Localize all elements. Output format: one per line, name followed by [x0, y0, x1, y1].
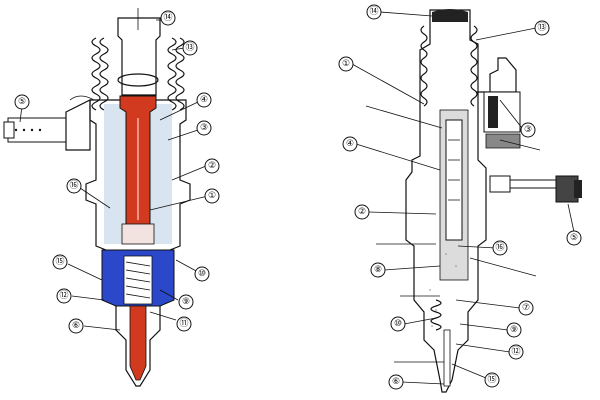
left-callout-4-ring	[196, 92, 212, 108]
right-callout-15-ring	[484, 372, 500, 388]
left-chamber-spring	[123, 255, 153, 305]
right-callout-8-ring	[370, 262, 386, 278]
right-callout-3: ③	[524, 125, 532, 135]
left-callout-13-ring	[182, 40, 198, 56]
right-callout-2: ②	[358, 207, 366, 217]
right-callout-12: ⑫	[511, 346, 520, 357]
right-callout-1-ring	[338, 56, 354, 72]
left-leader-lines	[19, 19, 209, 331]
left-barrel-ring	[121, 223, 155, 245]
left-callout-3-ring	[196, 120, 212, 136]
right-leader-lines	[351, 11, 575, 385]
left-callout-2-ring	[204, 158, 220, 174]
left-callout-3: ③	[200, 123, 208, 133]
right-top-cap	[432, 9, 468, 22]
right-callout-10: ⑩	[394, 319, 402, 329]
left-callout-1-ring	[204, 188, 220, 204]
left-injector-body	[85, 99, 191, 387]
left-callout-5-ring	[14, 94, 30, 110]
right-injector-view: ⑭ ⑬ ① ③ ④ ② ⑯ ⑤ ⑧ ⑦ ⑨ ⑩ ⑫	[338, 4, 582, 393]
left-callout-14-ring	[160, 10, 176, 26]
right-callout-10-ring	[390, 316, 406, 332]
left-callout-13: ⑬	[185, 42, 194, 53]
left-callout-5: ⑤	[18, 97, 26, 107]
left-callout-4: ④	[200, 95, 208, 105]
left-callouts: ⑭ ⑬ ④ ③ ② ① ⑯ ⑤ ⑩ ⑨ ⑪ ⑮ ⑫	[14, 10, 220, 334]
left-callout-16: ⑯	[69, 180, 78, 191]
right-callout-7-ring	[518, 300, 534, 316]
right-callout-6: ⑥	[392, 377, 400, 387]
right-callout-9-ring	[506, 322, 522, 338]
right-injector-body	[405, 9, 487, 393]
left-feed-connector	[3, 95, 95, 151]
right-callout-4: ④	[346, 139, 354, 149]
left-callout-15: ⑮	[55, 256, 64, 267]
right-callout-9: ⑨	[510, 325, 518, 335]
right-callout-2-ring	[354, 204, 370, 220]
left-callout-12: ⑫	[59, 290, 68, 301]
left-callout-9: ⑨	[182, 297, 190, 307]
right-callout-12-ring	[508, 344, 524, 360]
left-callout-10-ring	[194, 266, 210, 282]
right-callout-16: ⑯	[495, 242, 504, 253]
right-callout-3-ring	[520, 122, 536, 138]
right-callout-4-ring	[342, 136, 358, 152]
right-callout-1: ①	[342, 59, 350, 69]
left-injector-view: ⑭ ⑬ ④ ③ ② ① ⑯ ⑤ ⑩ ⑨ ⑪ ⑮ ⑫	[3, 8, 220, 387]
right-callout-13: ⑬	[537, 22, 546, 33]
left-callout-9-ring	[178, 294, 194, 310]
right-upper-fitting	[476, 57, 521, 149]
right-callout-7: ⑦	[522, 303, 530, 313]
left-callout-15-ring	[52, 254, 68, 270]
right-needle	[443, 329, 451, 387]
right-callout-5-ring	[566, 230, 582, 246]
right-callout-16-ring	[492, 240, 508, 256]
left-callout-6: ⑥	[72, 321, 80, 331]
left-callout-14: ⑭	[163, 12, 172, 23]
right-plunger-marks	[448, 139, 460, 201]
left-callout-11: ⑪	[179, 318, 188, 329]
right-callout-15: ⑮	[487, 374, 496, 385]
left-needle-valve	[129, 305, 147, 381]
left-callout-16-ring	[66, 178, 82, 194]
right-callout-6-ring	[388, 374, 404, 390]
right-callout-5: ⑤	[570, 233, 578, 243]
right-callouts: ⑭ ⑬ ① ③ ④ ② ⑯ ⑤ ⑧ ⑦ ⑨ ⑩ ⑫	[338, 4, 582, 390]
left-callout-1: ①	[208, 191, 216, 201]
left-callout-12-ring	[56, 288, 72, 304]
right-callout-13-ring	[534, 20, 550, 36]
left-callout-2: ②	[208, 161, 216, 171]
right-callout-14: ⑭	[369, 6, 378, 17]
left-callout-11-ring	[176, 316, 192, 332]
right-lower-spring	[430, 299, 442, 331]
right-callout-8: ⑧	[374, 265, 382, 275]
left-tappet	[117, 17, 161, 96]
right-callout-14-ring	[366, 4, 382, 20]
left-callout-10: ⑩	[198, 269, 206, 279]
left-spring	[91, 37, 185, 111]
right-side-connector	[489, 175, 582, 203]
left-callout-6-ring	[68, 318, 84, 334]
